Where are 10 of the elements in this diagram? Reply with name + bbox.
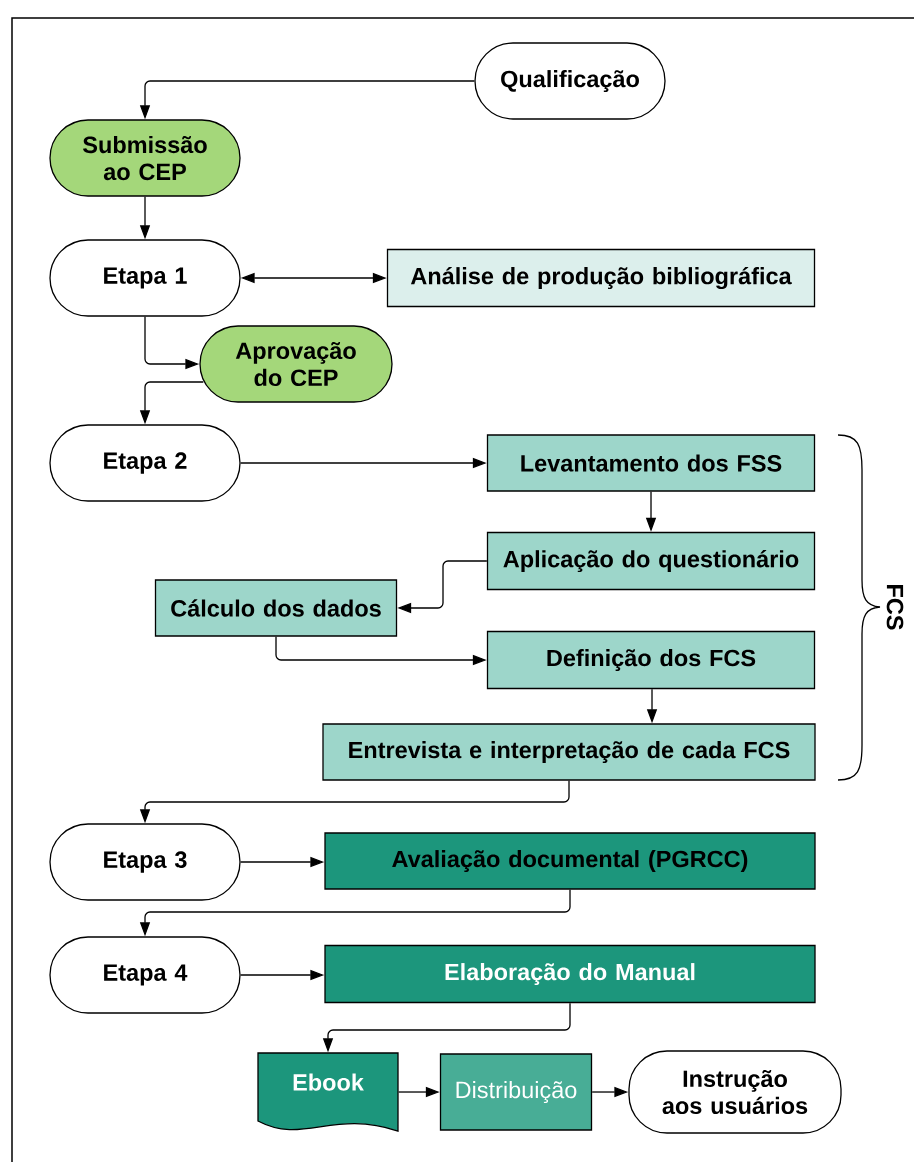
process-box: Elaboração do Manual xyxy=(324,944,816,1004)
process-box: Avaliação documental (PGRCC) xyxy=(324,832,816,890)
process-box: Aplicação do questionário xyxy=(486,531,816,591)
brace-label: FCS xyxy=(886,585,904,630)
process-box: Análise de produção bibliográfica xyxy=(386,248,816,308)
process-box: Levantamento dos FSS xyxy=(486,434,816,492)
process-box: Cálculo dos dados xyxy=(154,579,398,637)
process-box: Entrevista e interpretação de cada FCS xyxy=(322,723,816,781)
process-box: Distribuição xyxy=(439,1053,593,1131)
process-box: Definição dos FCS xyxy=(486,630,816,690)
